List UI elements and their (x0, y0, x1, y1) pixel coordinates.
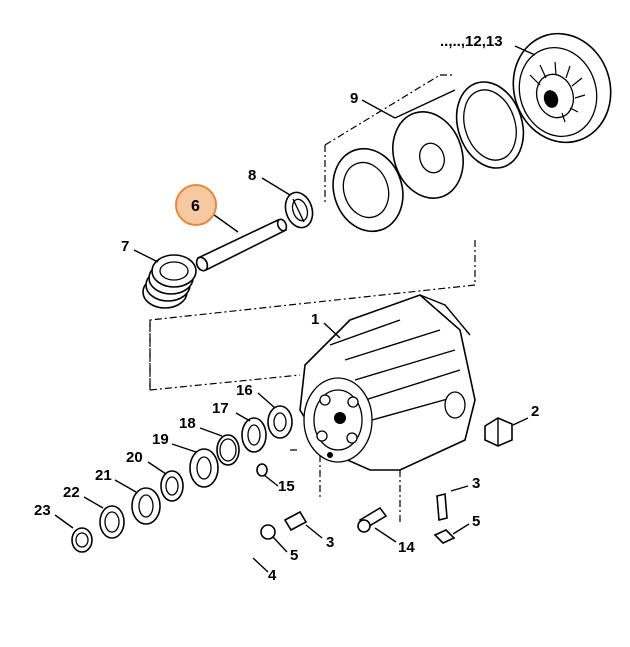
callout-18[interactable]: 18 (179, 415, 196, 432)
callout-17[interactable]: 17 (212, 400, 229, 417)
callout-1[interactable]: 1 (311, 311, 319, 328)
callout-20[interactable]: 20 (126, 449, 143, 466)
callout-22[interactable]: 22 (63, 484, 80, 501)
callout-4[interactable]: 4 (268, 567, 277, 584)
callout-6[interactable]: 6 (191, 198, 200, 215)
part-seal-16 (267, 405, 293, 439)
part-cap-5-right (433, 529, 456, 544)
part-plug-2 (484, 417, 513, 447)
part-pin-6 (195, 218, 288, 272)
callout-7[interactable]: 7 (121, 238, 129, 255)
callout-14[interactable]: 14 (398, 539, 415, 556)
callout-16[interactable]: 16 (236, 382, 253, 399)
part-cap-5-left (260, 524, 276, 540)
callout-5-right[interactable]: 5 (472, 513, 480, 530)
callout-8[interactable]: 8 (248, 167, 256, 184)
callout-21[interactable]: 21 (95, 467, 112, 484)
part-hose-4 (215, 534, 449, 634)
callout-3-right[interactable]: 3 (472, 475, 480, 492)
part-nipple-3-left (283, 510, 308, 532)
highlight-badge[interactable] (175, 184, 217, 226)
callout-9[interactable]: 9 (350, 90, 358, 107)
part-seal-22 (99, 505, 125, 539)
callout-3-left[interactable]: 3 (326, 534, 334, 551)
part-screw-14 (357, 506, 388, 533)
part-spring-7 (142, 254, 197, 309)
callout-12-13[interactable]: ..,..,12,13 (440, 33, 503, 50)
part-nipple-3-right (436, 492, 448, 522)
part-gasket-9 (332, 147, 404, 233)
callout-5-left[interactable]: 5 (290, 547, 298, 564)
assembly-outline-lower (149, 374, 401, 525)
part-cover-12-13 (512, 32, 612, 144)
callout-19[interactable]: 19 (152, 431, 169, 448)
part-disc-middle (392, 111, 464, 199)
callout-2[interactable]: 2 (531, 403, 539, 420)
assembly-outline-right (149, 74, 455, 390)
part-seal-19 (189, 448, 219, 488)
part-seal-17 (241, 417, 267, 453)
part-oring-15 (256, 463, 268, 477)
leader-lines (54, 45, 536, 573)
part-housing-1 (299, 294, 476, 471)
part-seal-20 (160, 470, 184, 502)
part-ring-large (455, 81, 525, 169)
part-seal-23 (71, 527, 93, 553)
part-oring-18 (216, 434, 240, 466)
part-seal-21 (131, 487, 161, 525)
part-bearing-8 (284, 191, 314, 229)
callout-23[interactable]: 23 (34, 502, 51, 519)
callout-15[interactable]: 15 (278, 478, 295, 495)
